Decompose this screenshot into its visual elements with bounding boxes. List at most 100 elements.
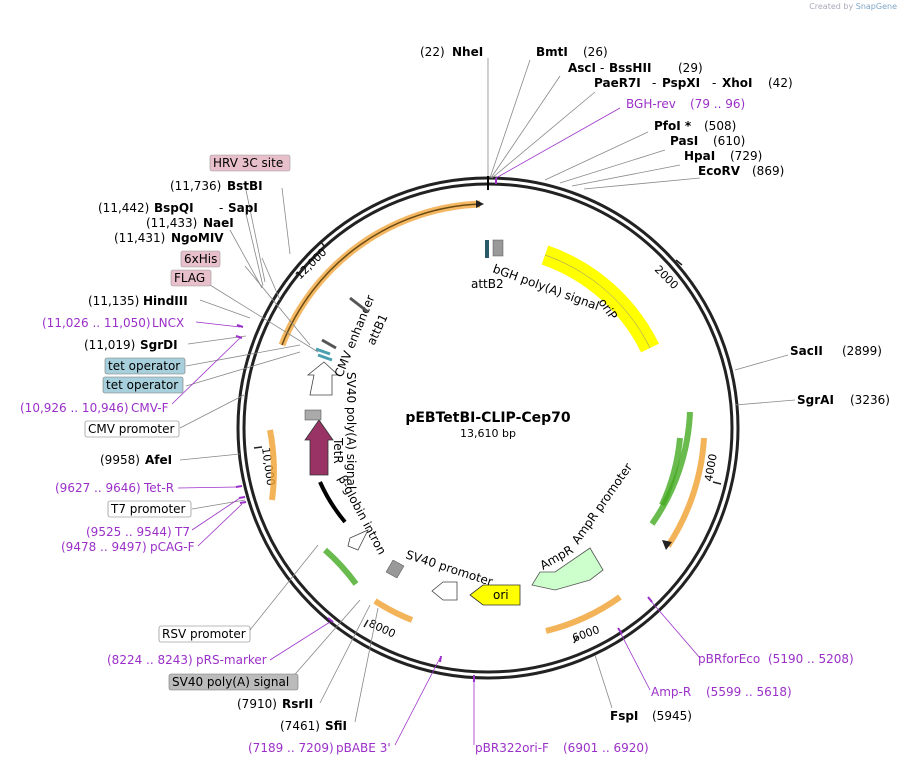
primer-tet-r: Tet-R xyxy=(143,481,174,495)
feature-sv40pa-inner: SV40 poly(A) signal xyxy=(344,372,358,489)
enzyme-bspqi: BspQI xyxy=(154,201,194,215)
feature-sv40-polya: SV40 poly(A) signal xyxy=(172,675,289,689)
enzyme-bspqi-pos: (11,442) xyxy=(98,201,149,215)
enzyme-sgrai-pos: (3236) xyxy=(850,393,890,407)
sv40pa-box-inner xyxy=(304,409,322,421)
primer-bgh-rev-pos: (79 .. 96) xyxy=(690,97,745,111)
green-arc-2 xyxy=(659,437,683,507)
box-tetop1 xyxy=(104,357,186,375)
enzyme-fspi: FspI xyxy=(610,709,638,723)
box-rsvprom xyxy=(158,625,251,643)
primer-pcag-f: pCAG-F xyxy=(150,540,195,554)
attb1-mark xyxy=(321,338,337,350)
box-flag xyxy=(170,269,212,287)
enzyme-bmti: BmtI xyxy=(536,45,568,59)
beta-globin-bar xyxy=(318,481,347,524)
primer-lines xyxy=(171,107,701,746)
enzyme-hpai: HpaI xyxy=(684,149,715,163)
feature-tetop2: tet operator xyxy=(106,378,178,392)
box-cmvprom xyxy=(84,420,180,438)
enzyme-sacii: SacII xyxy=(790,344,823,358)
green-arc-1 xyxy=(649,411,693,526)
orange-arc-left xyxy=(267,429,277,501)
arrowhead-top-left xyxy=(476,200,484,208)
sv40-promoter-arrow xyxy=(431,581,458,601)
enzyme-xhoi: XhoI xyxy=(722,76,753,90)
box-hrv xyxy=(209,154,291,172)
enzyme-afei-pos: (9958) xyxy=(100,453,140,467)
enzyme-asci-pos: (29) xyxy=(678,61,703,75)
enzyme-sgrdi: SgrDI xyxy=(140,338,178,352)
primer-lncx: LNCX xyxy=(152,316,184,330)
ori-arrow xyxy=(469,584,521,606)
enzyme-sapi: SapI xyxy=(228,201,258,215)
box-t7prom xyxy=(107,500,192,518)
primer-pbabe3-pos: (7189 .. 7209) xyxy=(248,741,334,755)
enzyme-xhoi-pos: (42) xyxy=(768,76,793,90)
arrowhead-right xyxy=(662,540,672,550)
enzyme-bsshii: BssHII xyxy=(609,61,651,75)
primer-t7-pos: (9525 .. 9544) xyxy=(86,525,172,539)
orange-arc-bottom xyxy=(545,594,622,634)
box-tetop2 xyxy=(102,376,184,394)
dash-1: - xyxy=(600,61,604,75)
feature-attb2: attB2 xyxy=(471,277,504,291)
enzyme-sgrai: SgrAI xyxy=(797,393,834,407)
feature-flag: FLAG xyxy=(174,271,205,285)
primer-amp-r-pos: (5599 .. 5618) xyxy=(706,685,792,699)
primer-bgh-rev: BGH-rev xyxy=(626,97,676,111)
primer-pbabe3: pBABE 3' xyxy=(336,741,391,755)
primer-pbr322ori-pos: (6901 .. 6920) xyxy=(563,741,649,755)
created-by-credit: Created by SnapGene xyxy=(809,2,897,11)
enzyme-hpai-pos: (729) xyxy=(730,149,762,163)
enzyme-hindiii: HindIII xyxy=(143,294,188,308)
white-arrow-lower xyxy=(347,529,369,551)
attb2-mark xyxy=(485,240,489,258)
feature-rsv-promoter: RSV promoter xyxy=(162,627,246,641)
enzyme-rsrii-pos: (7910) xyxy=(237,697,277,711)
enzyme-afei: AfeI xyxy=(145,453,172,467)
tick-8000: 8000 xyxy=(367,617,398,641)
enzyme-asci: AscI xyxy=(568,61,596,75)
feature-t7-promoter: T7 promoter xyxy=(110,502,186,516)
enzyme-sgrdi-pos: (11,019) xyxy=(84,338,135,352)
enzyme-pspxi: PspXI xyxy=(662,76,700,90)
enzyme-naei-pos: (11,433) xyxy=(146,216,197,230)
enzyme-nhei-pos: (22) xyxy=(420,45,445,59)
enzyme-pfoi: PfoI * xyxy=(654,119,692,133)
enzyme-pfoi-pos: (508) xyxy=(704,119,736,133)
primer-cmv-f: CMV-F xyxy=(131,401,169,415)
enzyme-paer7i: PaeR7I xyxy=(594,76,641,90)
enzyme-fspi-pos: (5945) xyxy=(652,709,692,723)
orange-arc-bottom-left xyxy=(373,598,414,623)
enzyme-pasi-pos: (610) xyxy=(713,134,745,148)
tick-marks xyxy=(253,240,722,644)
tick-4000: 4000 xyxy=(702,453,720,483)
grey-box-feature xyxy=(385,559,405,579)
orip-outline xyxy=(544,254,651,349)
primer-ticks xyxy=(235,178,653,682)
tetop-mark-1 xyxy=(317,353,333,362)
enzyme-sacii-pos: (2899) xyxy=(842,344,882,358)
tick-2000: 2000 xyxy=(652,263,681,292)
enzyme-rsrii: RsrII xyxy=(282,697,313,711)
feature-his: 6xHis xyxy=(184,252,217,266)
primer-tet-r-pos: (9627 .. 9646) xyxy=(55,481,141,495)
enzyme-pasi: PasI xyxy=(670,134,698,148)
enzyme-ecorv: EcoRV xyxy=(698,164,741,178)
enzyme-nhei: NheI xyxy=(452,45,483,59)
enzyme-hindiii-pos: (11,135) xyxy=(88,294,139,308)
box-his xyxy=(180,250,221,268)
primer-amp-r: Amp-R xyxy=(651,685,691,699)
feature-tetr: TetR xyxy=(331,437,345,464)
ampr-arrow xyxy=(531,547,604,591)
plasmid-name: pEBTetBI-CLIP-Cep70 xyxy=(405,410,571,426)
primer-prs-marker-pos: (8224 .. 8243) xyxy=(107,653,193,667)
primer-pbrforeco: pBRforEco xyxy=(698,652,760,666)
primer-pbrforeco-pos: (5190 .. 5208) xyxy=(768,652,854,666)
primer-lncx-pos: (11,026 .. 11,050) xyxy=(42,316,151,330)
enzyme-ecorv-pos: (869) xyxy=(752,164,784,178)
feature-hrv: HRV 3C site xyxy=(213,156,283,170)
tetop-mark-2 xyxy=(315,347,331,356)
